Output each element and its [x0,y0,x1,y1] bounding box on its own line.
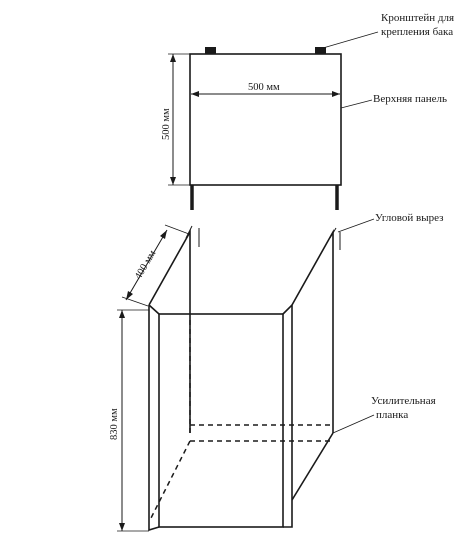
width-arrow-right [332,91,340,97]
base-diagonal-hidden [149,440,191,521]
top-panel-drawing [168,47,342,210]
wing-width-label: 400 мм [133,248,159,281]
panel-height-label: 500 мм [161,108,172,140]
reinforce-leader [332,414,375,434]
reinforce-label-line2: планка [376,409,408,421]
right-notch-a [329,227,337,239]
bracket-label-line1: Кронштейн для [381,12,454,24]
box-height-arrow-bottom [119,523,125,531]
right-back-bottom [291,432,334,501]
wing-dim-arrow-top [160,230,167,239]
wing-dim-arrow-bottom [126,291,133,300]
body-leaders [332,218,375,434]
top-panel-label: Верхняя панель [373,93,447,105]
width-arrow-left [191,91,199,97]
wing-dim-ext-top [164,224,190,235]
wing-width-dimension [121,224,190,307]
panel-height-arrow-bottom [170,177,176,185]
front-face [158,313,284,528]
right-back-edge [291,228,334,433]
bracket-label-line2: крепления бака [381,26,453,38]
bracket-left [205,47,216,54]
box-height-arrow-top [119,310,125,318]
box-height-dimension [117,309,149,532]
panel-width-label: 500 мм [248,82,280,93]
corner-cut-label: Угловой вырез [375,212,443,224]
wing-dim-ext-bottom [121,296,149,307]
box-height-label: 830 мм [109,408,120,440]
left-notch-a [185,225,193,239]
box-body-drawing [148,225,341,532]
panel-height-arrow-top [170,54,176,62]
hidden-lines [149,320,333,521]
right-wing-outline [282,303,293,528]
top-panel-outline [189,53,342,186]
left-wing-top-edge [148,304,160,315]
left-wing-outline [148,305,160,532]
bracket-leader [322,31,379,49]
wing-dim-line [125,229,168,301]
top-panel-leader [340,99,373,109]
bracket-right [315,47,326,54]
reinforce-label-line1: Усилительная [371,395,436,407]
left-back-edge [148,228,191,433]
corner-cut-leader [337,218,375,233]
top-leaders [322,31,379,109]
